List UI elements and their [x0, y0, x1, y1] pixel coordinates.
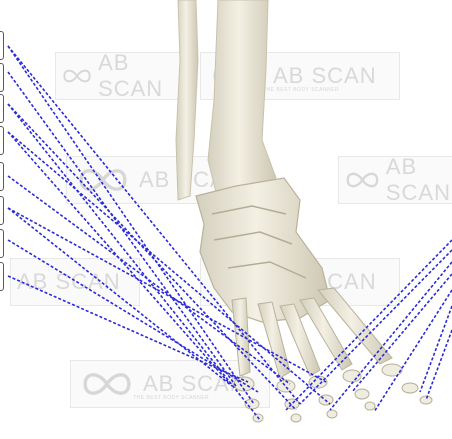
leader-line: [8, 276, 248, 382]
fibula-bone: [176, 0, 198, 200]
callout-label-box: [0, 196, 4, 225]
callout-label-box: [0, 262, 4, 291]
phalanx-bones: [234, 364, 432, 422]
callout-label-box: [0, 126, 4, 155]
tibia-bone: [208, 0, 276, 198]
callout-label-box: [0, 162, 4, 191]
leader-line: [8, 132, 230, 384]
callout-label-box: [0, 63, 4, 92]
callout-label-box: [0, 31, 4, 60]
leader-line: [330, 262, 452, 410]
callout-label-box: [0, 94, 4, 123]
leader-line: [8, 72, 236, 386]
leader-line: [420, 306, 452, 392]
callout-label-box: [0, 229, 4, 258]
